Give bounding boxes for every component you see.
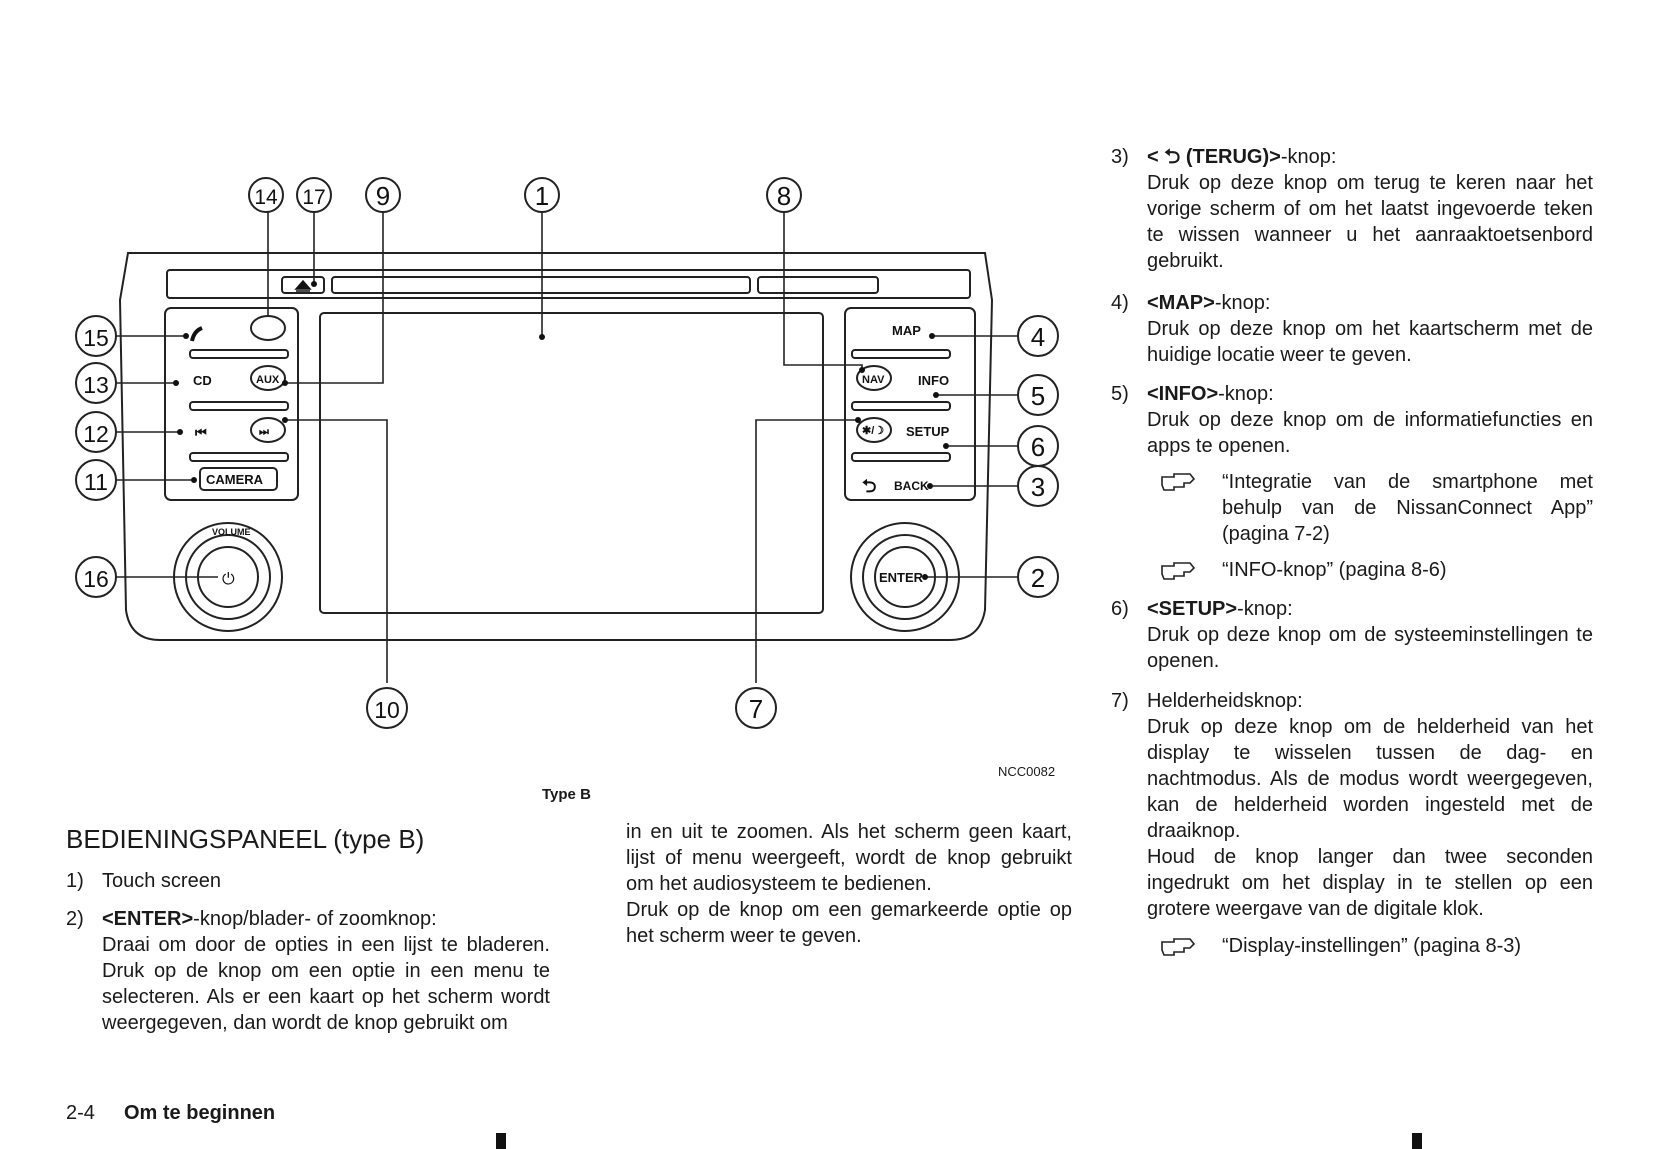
figure-caption: Type B bbox=[542, 786, 591, 803]
item-6-number: 6) bbox=[1111, 598, 1129, 620]
item-5-body: Druk op deze knop om de informatiefuncti… bbox=[1147, 409, 1593, 457]
label-nav: NAV bbox=[862, 374, 885, 386]
item-7-body: Druk op deze knop om de helderheid van h… bbox=[1147, 716, 1593, 842]
item-7-heading: Helderheidsknop: bbox=[1147, 690, 1303, 712]
eject-button bbox=[281, 276, 325, 294]
item-3-heading: < ⮌ (TERUG)>-knop: bbox=[1147, 146, 1337, 168]
item-5-reference-1: “Integratie van de smartphone met behulp… bbox=[1222, 471, 1593, 545]
item-2-heading: <ENTER>-knop/blader- of zoomknop: bbox=[102, 908, 437, 930]
page-number: 2-4 bbox=[66, 1102, 95, 1124]
callout-12: 12 bbox=[83, 421, 109, 447]
callout-8: 8 bbox=[777, 181, 791, 211]
callout-9: 9 bbox=[376, 181, 390, 211]
left-button-column bbox=[164, 307, 299, 501]
label-enter: ENTER bbox=[879, 570, 924, 585]
callout-17: 17 bbox=[302, 186, 325, 209]
power-icon: ⏻ bbox=[222, 571, 235, 588]
reference-hand-icon bbox=[1161, 938, 1196, 956]
crop-mark bbox=[496, 1133, 506, 1149]
item-6-body: Druk op deze knop om de systeeminstellin… bbox=[1147, 624, 1593, 672]
label-info: INFO bbox=[918, 373, 949, 388]
reference-hand-icon bbox=[1161, 562, 1196, 580]
next-track-icon: ⏭ bbox=[259, 426, 269, 438]
brightness-icon: ✱/☽ bbox=[862, 425, 884, 437]
callout-11: 11 bbox=[84, 469, 108, 495]
callout-14: 14 bbox=[254, 186, 278, 209]
callout-13: 13 bbox=[83, 372, 109, 398]
figure-code: NCC0082 bbox=[998, 764, 1056, 779]
cd-slot bbox=[331, 276, 751, 294]
item-7-number: 7) bbox=[1111, 690, 1129, 712]
label-cd: CD bbox=[193, 373, 212, 388]
item-4-body: Druk op deze knop om het kaartscherm met… bbox=[1147, 318, 1593, 366]
callout-15: 15 bbox=[83, 325, 109, 351]
label-camera: CAMERA bbox=[206, 472, 264, 487]
item-1-text: Touch screen bbox=[102, 870, 221, 892]
item-7-reference-1: “Display-instellingen” (pagina 8-3) bbox=[1222, 935, 1522, 957]
item-3-body: Druk op deze knop om terug te keren naar… bbox=[1147, 172, 1593, 272]
label-back: BACK bbox=[894, 479, 929, 493]
item-5-heading: <INFO>-knop: bbox=[1147, 383, 1274, 405]
label-volume: VOLUME bbox=[212, 527, 251, 537]
item-5-reference-2: “INFO-knop” (pagina 8-6) bbox=[1222, 559, 1447, 581]
item-5-number: 5) bbox=[1111, 383, 1129, 405]
callout-1: 1 bbox=[535, 181, 549, 211]
callouts bbox=[75, 177, 1059, 729]
callout-4: 4 bbox=[1031, 322, 1045, 352]
panel-housing bbox=[118, 252, 994, 641]
item-2-body: Draai om door de opties in een lijst te … bbox=[102, 934, 550, 1034]
item-4-number: 4) bbox=[1111, 292, 1129, 314]
sd-slot bbox=[757, 276, 879, 294]
item-7-body-2: Houd de knop langer dan twee seconden in… bbox=[1147, 846, 1593, 920]
previous-track-icon: ⏮ bbox=[195, 425, 207, 440]
callout-5: 5 bbox=[1031, 381, 1045, 411]
item-6-heading: <SETUP>-knop: bbox=[1147, 598, 1293, 620]
section-title: BEDIENINGSPANEEL (type B) bbox=[66, 824, 425, 854]
cd-slot-bar bbox=[166, 269, 971, 299]
item-2-number: 2) bbox=[66, 908, 84, 930]
crop-mark bbox=[1412, 1133, 1422, 1149]
item-3-number: 3) bbox=[1111, 146, 1129, 168]
callout-10: 10 bbox=[374, 697, 400, 723]
label-map: MAP bbox=[892, 323, 921, 338]
back-arrow-icon: ⮌ bbox=[1158, 146, 1186, 168]
control-panel-diagram: ⏮ ⏭ ✱/☽ ⮌ ⏻ CD AUX CAMERA MAP NAV INFO S… bbox=[75, 177, 1059, 729]
eject-icon bbox=[294, 279, 312, 292]
label-aux: AUX bbox=[256, 374, 280, 386]
callout-2: 2 bbox=[1031, 563, 1045, 593]
camera-button bbox=[199, 467, 278, 491]
touch-screen bbox=[319, 312, 824, 614]
phone-icon bbox=[190, 326, 203, 342]
label-setup: SETUP bbox=[906, 424, 950, 439]
back-arrow-icon: ⮌ bbox=[862, 476, 876, 496]
callout-6: 6 bbox=[1031, 432, 1045, 462]
callout-16: 16 bbox=[83, 566, 109, 592]
item-2-body-continued-2: Druk op de knop om een gemarkeerde optie… bbox=[626, 899, 1072, 947]
item-2-body-continued: in en uit te zoomen. Als het scherm geen… bbox=[626, 821, 1072, 895]
item-1-number: 1) bbox=[66, 870, 84, 892]
reference-hand-icon bbox=[1161, 473, 1196, 491]
item-4-heading: <MAP>-knop: bbox=[1147, 292, 1271, 314]
callout-7: 7 bbox=[749, 694, 763, 724]
chapter-title: Om te beginnen bbox=[124, 1102, 276, 1124]
right-button-column bbox=[844, 307, 976, 501]
phone-side-button bbox=[250, 315, 286, 341]
callout-3: 3 bbox=[1031, 472, 1045, 502]
